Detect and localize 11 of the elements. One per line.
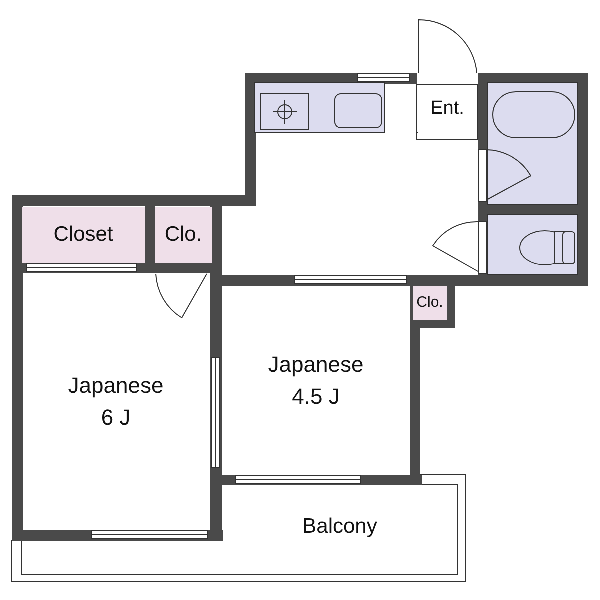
room-label: Ent. [430,97,464,121]
room-label: Clo. [164,222,202,248]
entrance-area [418,85,477,135]
room-label: Clo. [416,293,444,314]
closet-area [413,286,447,320]
room-label: Balcony [302,514,378,540]
closet-area [22,207,145,263]
room-label: Closet [54,222,114,248]
closet-area [155,207,212,263]
room-label: Japanese 4.5 J [267,350,365,410]
room-label: Japanese 6 J [67,372,165,432]
